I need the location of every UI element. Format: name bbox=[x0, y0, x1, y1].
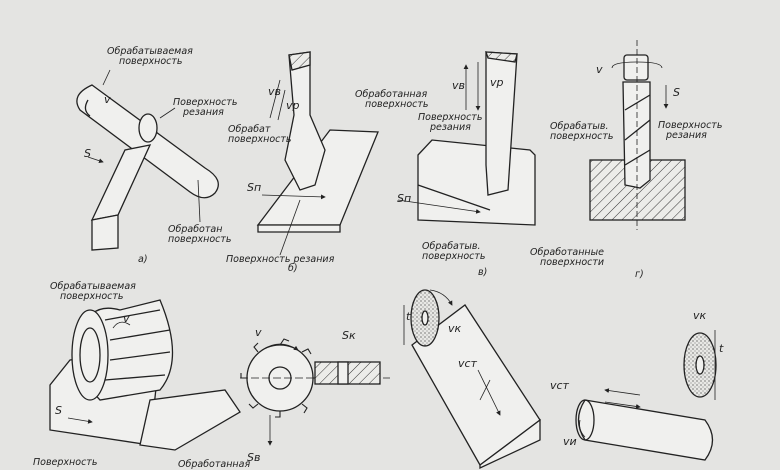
symbol-depth-h: t bbox=[719, 342, 724, 355]
symbol-speed-part-h: vи bbox=[563, 435, 577, 448]
symbol-speed-table-h: vст bbox=[550, 379, 569, 392]
panel-b-planing bbox=[256, 51, 379, 256]
symbol-speed-k-h: vк bbox=[693, 309, 707, 322]
label-line: Поверхность bbox=[173, 97, 238, 108]
symbol-feed-c: Sп bbox=[397, 192, 412, 205]
label-line: Обрабатываемая bbox=[107, 46, 193, 57]
panel-e-milling bbox=[49, 299, 241, 451]
symbol-feed-k-f: Sк bbox=[342, 329, 356, 342]
label-line: поверхность bbox=[168, 233, 232, 245]
label-line: поверхность bbox=[365, 98, 429, 110]
panel-a-turning bbox=[76, 69, 219, 251]
panel-c-slotting bbox=[397, 51, 536, 226]
label-machined-surface-e: Обработанная bbox=[178, 459, 251, 470]
symbol-speed-f: v bbox=[255, 326, 262, 339]
label-line: резания bbox=[666, 129, 707, 141]
label-line: поверхность bbox=[422, 250, 486, 262]
label-line: поверхность bbox=[60, 290, 124, 302]
symbol-speed-d: v bbox=[596, 63, 603, 76]
label-line: Обработанная bbox=[355, 89, 428, 100]
label-line: Поверхность bbox=[418, 112, 483, 123]
label-workpiece-surface-c: Обрабатыв.поверхность bbox=[422, 242, 486, 261]
label-cutting-surface-e: Поверхность bbox=[33, 457, 98, 468]
caption-c: в) bbox=[478, 267, 488, 278]
symbol-speed-e: v bbox=[123, 312, 130, 325]
panel-g-surface-grinding bbox=[403, 289, 541, 470]
symbol-feed-a: S bbox=[84, 147, 91, 160]
symbol-depth-g: t bbox=[406, 310, 411, 323]
label-line: поверхности bbox=[540, 256, 605, 268]
label-line: Обрабатыв. bbox=[422, 241, 481, 252]
symbol-speed-table-g: vст bbox=[458, 357, 477, 370]
symbol-speed-v-b: vв bbox=[268, 85, 281, 98]
panel-h-cylindrical-grinding bbox=[575, 330, 717, 461]
caption-a: а) bbox=[138, 254, 148, 265]
symbol-speed-r-c: vр bbox=[490, 76, 504, 89]
label-line: поверхность bbox=[228, 133, 292, 145]
label-line: поверхность bbox=[550, 130, 614, 142]
label-line: Поверхность bbox=[658, 120, 723, 131]
label-line: Обрабат bbox=[228, 124, 271, 135]
symbol-speed-k-g: vк bbox=[448, 322, 462, 335]
symbol-feed-b: Sп bbox=[247, 181, 262, 194]
caption-b: б) bbox=[288, 263, 298, 274]
symbol-feed-v-f: Sв bbox=[247, 451, 261, 464]
symbol-feed-e: S bbox=[55, 404, 62, 417]
label-line: поверхность bbox=[119, 55, 183, 67]
label-line: резания bbox=[183, 106, 224, 118]
symbol-speed-r-b: vр bbox=[286, 99, 300, 112]
label-line: Обрабатываемая bbox=[50, 281, 136, 292]
symbol-speed-v-c: vв bbox=[452, 79, 465, 92]
label-line: Обработанные bbox=[530, 247, 604, 258]
panel-d-drilling bbox=[589, 40, 686, 230]
label-line: Обработан bbox=[168, 224, 223, 235]
panel-f-gear-cutter bbox=[240, 338, 390, 446]
symbol-feed-d: S bbox=[673, 86, 680, 99]
symbol-speed-a: v bbox=[104, 93, 111, 106]
label-line: резания bbox=[430, 121, 471, 133]
label-cutting-surface-b: Поверхность резания bbox=[226, 254, 335, 265]
label-workpiece-surface-d: Обрабатыв.поверхность bbox=[550, 122, 614, 141]
label-line: Обрабатыв. bbox=[550, 121, 609, 132]
caption-d: г) bbox=[635, 269, 644, 280]
